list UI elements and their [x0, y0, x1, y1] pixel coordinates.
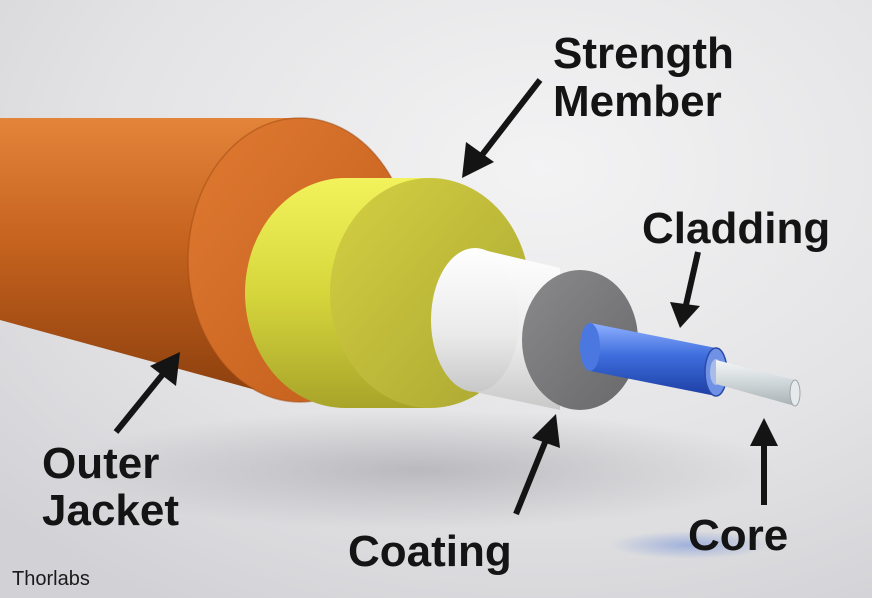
credit-text: Thorlabs: [12, 568, 90, 590]
label-coating: Coating: [348, 527, 512, 576]
cladding-shadow: [610, 531, 770, 559]
arrow-cladding: [670, 251, 701, 328]
arrow-coating: [513, 414, 560, 516]
core: [716, 360, 801, 407]
label-core: Core: [688, 511, 788, 560]
arrow-outer-jacket: [113, 352, 180, 434]
label-cladding: Cladding: [642, 204, 830, 253]
label-strength-member-line1: Strength: [553, 29, 734, 78]
label-outer-jacket-line1: Outer: [42, 439, 159, 488]
arrow-core: [750, 418, 778, 505]
label-strength-member-line2: Member: [553, 77, 722, 126]
cable-shadow: [60, 410, 780, 530]
arrow-strength-member: [462, 78, 543, 178]
label-outer-jacket-line2: Jacket: [42, 486, 179, 535]
coating: [431, 248, 638, 410]
strength-member: [245, 178, 530, 408]
